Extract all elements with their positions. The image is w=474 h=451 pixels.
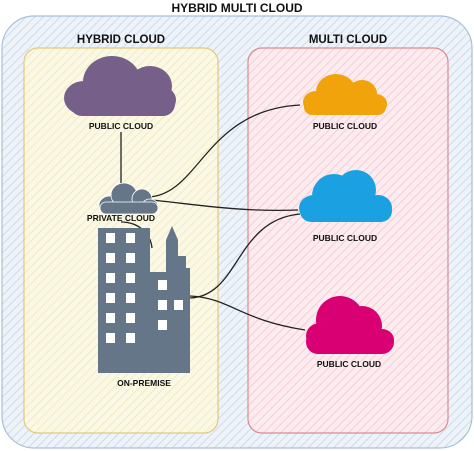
connector-private-public-2 bbox=[151, 199, 299, 211]
multi-public-cloud-3-label: PUBLIC CLOUD bbox=[316, 359, 382, 369]
cloud-icon bbox=[64, 56, 176, 116]
diagram-title: HYBRID MULTI CLOUD bbox=[171, 1, 303, 15]
connector-onpremise-public-3 bbox=[189, 295, 306, 331]
hybrid-cloud-title: HYBRID CLOUD bbox=[76, 34, 166, 46]
cloud-icon bbox=[299, 170, 392, 222]
multi-public-cloud-2-label: PUBLIC CLOUD bbox=[312, 233, 378, 243]
hybrid-public-cloud-label: PUBLIC CLOUD bbox=[88, 121, 154, 131]
building-icon bbox=[98, 226, 190, 373]
cloud-icon bbox=[98, 182, 159, 215]
on-premise-label: ON-PREMISE bbox=[117, 378, 171, 388]
cloud-icon bbox=[303, 74, 387, 115]
multi-public-cloud-1-label: PUBLIC CLOUD bbox=[312, 121, 378, 131]
connector-onpremise-public-2 bbox=[189, 213, 301, 299]
cloud-icon bbox=[306, 296, 394, 354]
private-cloud-label: PRIVATE CLOUD bbox=[86, 213, 156, 223]
multi-cloud-title: MULTI CLOUD bbox=[308, 34, 388, 46]
connector-private-public-1 bbox=[147, 104, 301, 198]
multi-cloud-group bbox=[247, 47, 449, 434]
